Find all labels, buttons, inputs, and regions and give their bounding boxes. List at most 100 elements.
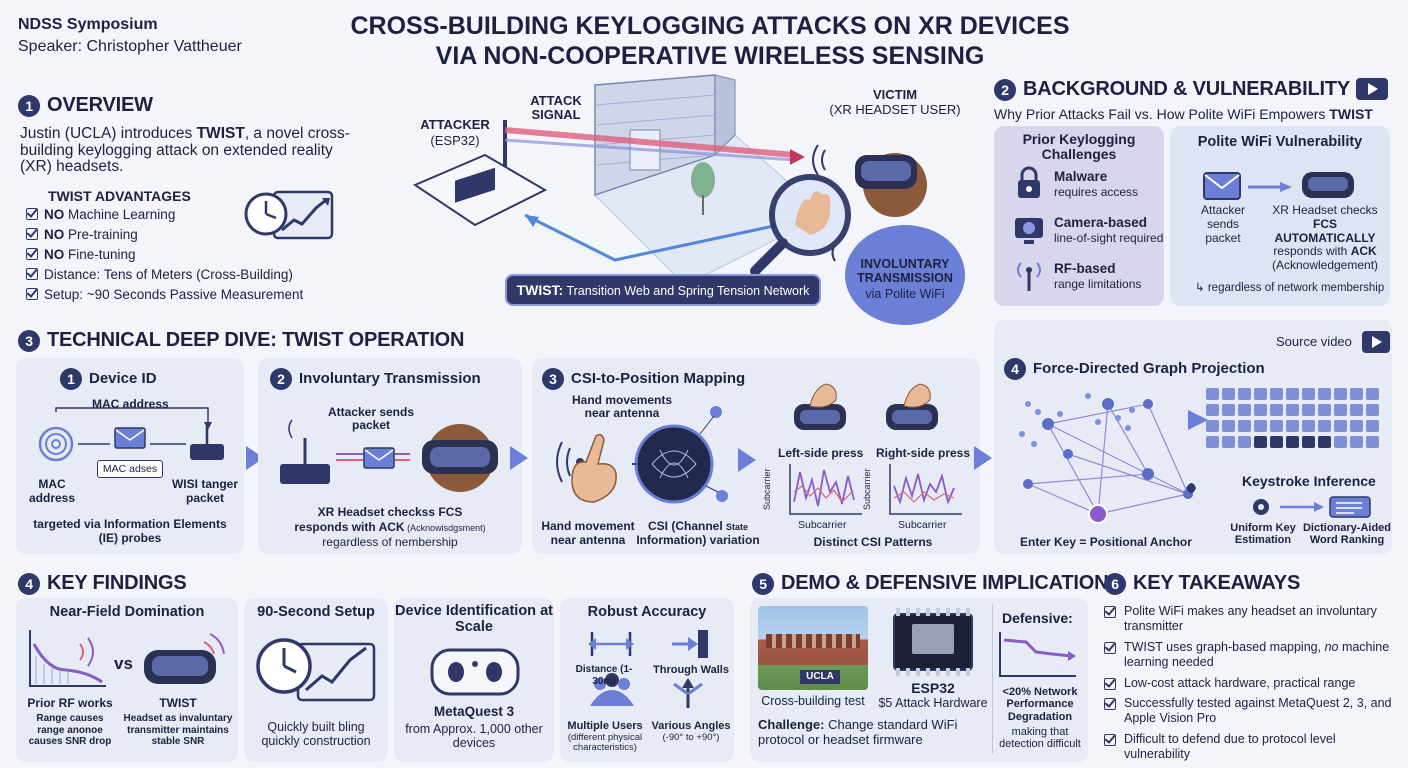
headset-icon [1302, 172, 1354, 198]
setup-clock-chart-icon [256, 638, 376, 702]
attack-scene-illustration [412, 74, 965, 325]
vs-label: vs [114, 654, 133, 673]
speaker: Speaker: Christopher Vattheuer [18, 38, 242, 55]
angles-label: Various Angles [651, 720, 731, 732]
keyboard-key [1222, 436, 1235, 448]
esp32-board-icon [893, 608, 973, 676]
keyboard-key [1222, 420, 1235, 432]
keyboard-key [1366, 420, 1379, 432]
keyboard-key [1350, 388, 1363, 400]
advantage-item: NO Pre-training [26, 227, 138, 242]
keyboard-key [1286, 404, 1299, 416]
page-title-line1: CROSS-BUILDING KEYLOGGING ATTACKS ON XR … [350, 12, 1070, 40]
checkbox-icon [26, 288, 38, 300]
keyboard-key [1302, 404, 1315, 416]
victim-label: VICTIM [872, 87, 918, 102]
checkbox-icon [26, 248, 38, 260]
checkbox-icon [1104, 606, 1116, 618]
device-id-diagram [38, 407, 224, 462]
keyboard-key [1334, 436, 1347, 448]
involuntary-label: INVOLUNTARY TRANSMISSION [857, 257, 953, 285]
metaquest-icon [430, 648, 520, 696]
accuracy-icons [588, 630, 708, 708]
camera-icon [1015, 218, 1043, 244]
keyboard-key [1254, 420, 1267, 432]
keyboard-key [1318, 436, 1331, 448]
esp-desc: $5 Attack Hardware [878, 696, 988, 710]
takeaway-item: Difficult to defend due to protocol leve… [1104, 732, 1400, 762]
keyboard-key [1350, 436, 1363, 448]
twist-desc: Headset as invaluntary transmitter maint… [123, 713, 233, 747]
video-icon[interactable] [1356, 78, 1388, 100]
advantage-item: NO Fine-tuning [26, 247, 136, 262]
accuracy-title: Robust Accuracy [587, 604, 707, 620]
overview-intro: Justin (UCLA) introduces TWIST, a novel … [20, 125, 350, 176]
setup-desc: Quickly built bling quickly construction [261, 720, 371, 749]
prior-item-title: Camera-based [1054, 215, 1148, 230]
keyboard-key [1222, 404, 1235, 416]
mac-left: MAC address [28, 477, 76, 505]
device-id-note: targeted via Information Elements (IE) p… [33, 517, 227, 545]
prior-item-desc: line-of-sight required [1054, 231, 1164, 245]
prior-item-desc: range limitations [1054, 277, 1142, 291]
polite-heading: Polite WiFi Vulnerability [1197, 134, 1363, 150]
checkbox-icon [26, 268, 38, 280]
near-field-diagram [29, 630, 225, 687]
polite-note: ↳ regardless of network membership [1195, 282, 1385, 294]
flow-arrow-2 [510, 446, 528, 470]
csi-patterns-label: Distinct CSI Patterns [813, 535, 933, 549]
source-video-play-icon[interactable] [1362, 331, 1390, 353]
setup-title: 90-Second Setup [257, 604, 375, 620]
keyboard-key [1270, 404, 1283, 416]
keyboard-key [1318, 420, 1331, 432]
advantage-item: Distance: Tens of Meters (Cross-Building… [26, 267, 293, 282]
envelope-icon [1203, 172, 1241, 200]
twist-label: TWIST [159, 696, 197, 710]
involuntary-headset: XR Headset checkss FCS [317, 505, 463, 519]
distance-label: Distance (1-30m) [575, 664, 633, 687]
dictionary-label: Dictionary-Aided Word Ranking [1302, 522, 1391, 547]
prior-challenges-panel [994, 126, 1164, 306]
keyboard-key [1302, 436, 1315, 448]
prior-item-title: RF-based [1054, 261, 1116, 276]
keyboard-key [1254, 404, 1267, 416]
keyboard-key [1206, 388, 1219, 400]
keyboard-key [1366, 388, 1379, 400]
advantages-heading: TWIST ADVANTAGES [48, 188, 191, 204]
attacker-sub: (ESP32) [430, 133, 480, 148]
polite-wifi-panel [1170, 126, 1390, 306]
antenna-icon [1017, 262, 1041, 291]
flow-arrow-3 [974, 446, 992, 470]
attacker-label: ATTACKER [420, 117, 490, 132]
keyboard-key [1270, 436, 1283, 448]
csi-hand-top: Hand movements near antenna [571, 393, 673, 421]
left-plot-y-label: Subcarrier [762, 468, 772, 510]
polite-attacker: Attacker sends packet [1200, 203, 1245, 245]
keyboard-key [1286, 436, 1299, 448]
accuracy-panel [560, 598, 734, 762]
page-title-line2: VIA NON-COOPERATIVE WIRELESS SENSING [435, 42, 985, 70]
right-plot-x-label: Subcarrier [898, 519, 947, 531]
force-graph-diagram [1019, 393, 1208, 524]
prior-item-title: Malware [1054, 169, 1108, 184]
takeaway-item: Successfully tested against MetaQuest 2,… [1104, 696, 1400, 726]
keystroke-icons [1253, 496, 1371, 518]
checkbox-icon [1104, 642, 1116, 654]
keyboard-key [1350, 420, 1363, 432]
polite-arrow-icon [1248, 182, 1292, 192]
keyboard-key [1206, 404, 1219, 416]
keyboard-key [1334, 388, 1347, 400]
involuntary-diagram [280, 419, 498, 492]
device-scale-title: Device Identification at Scale [395, 603, 553, 635]
keyboard-key [1334, 404, 1347, 416]
takeaway-item: TWIST uses graph-based mapping, no machi… [1104, 640, 1400, 670]
keyboard-key [1302, 420, 1315, 432]
keyboard-key [1206, 420, 1219, 432]
checkbox-icon [1104, 678, 1116, 690]
uniform-key-label: Uniform Key Estimation [1230, 522, 1296, 547]
